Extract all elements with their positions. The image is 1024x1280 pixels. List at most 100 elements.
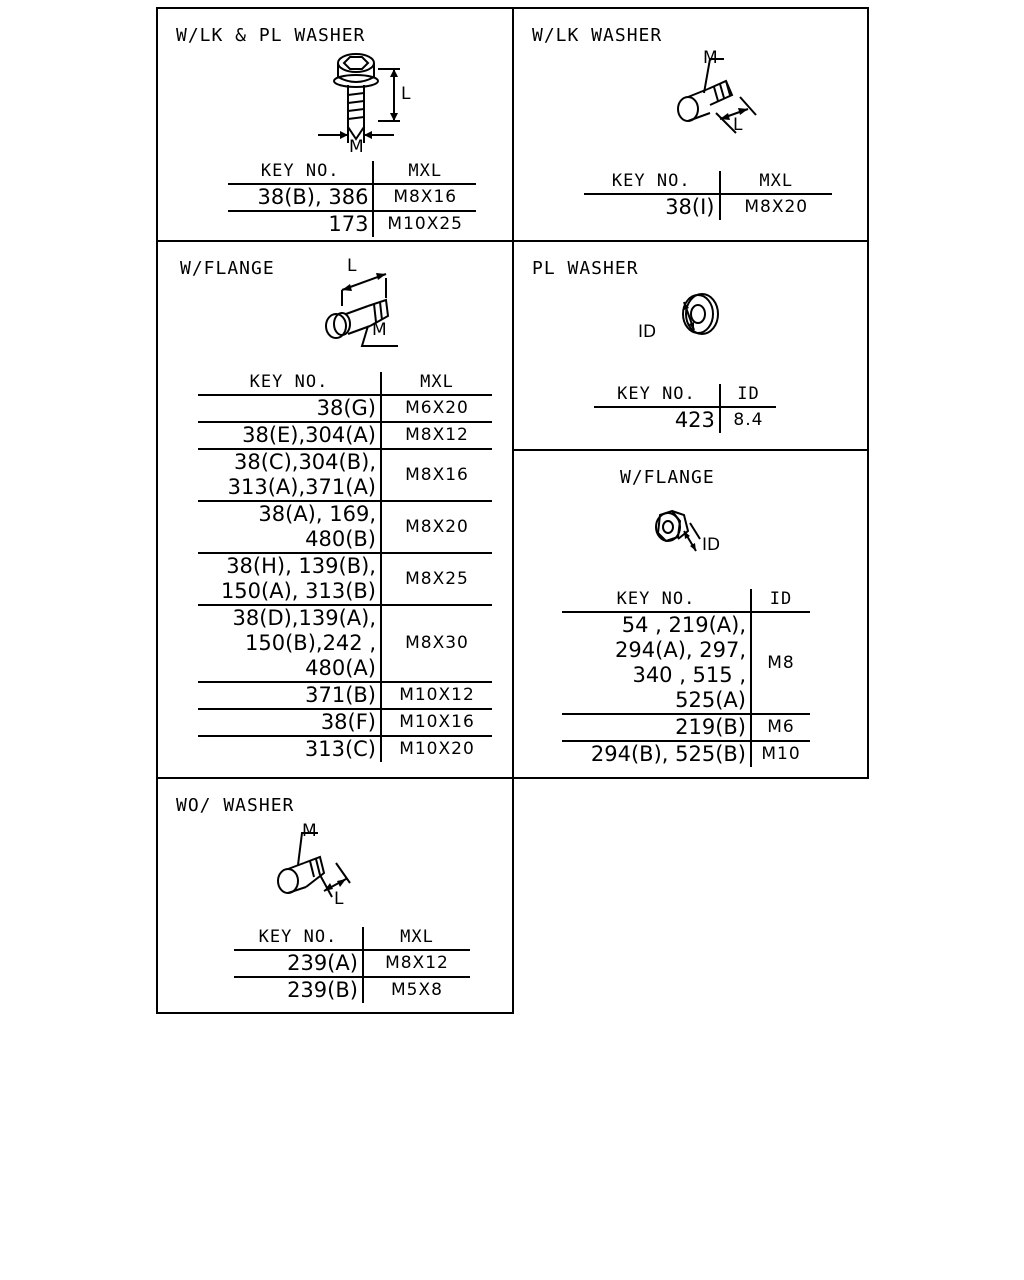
size-cell: M10X12 [381, 682, 492, 710]
mxl-header: MXL [373, 161, 476, 185]
table-row: 38(H), 139(B), 150(A), 313(B)M8X25 [198, 553, 492, 606]
panel-title: W/LK & PL WASHER [176, 25, 366, 46]
bolt-wo-washer-figure [277, 832, 351, 898]
spec-table: KEY NO. ID 423 8.4 [594, 384, 776, 433]
size-cell: M10X20 [399, 739, 475, 759]
key-no-cell: 38(D),139(A), 150(B),242 , 480(A) [198, 605, 382, 683]
key-no-cell: 313(C) [198, 736, 382, 762]
table-row: 294(B), 525(B) M10 [562, 741, 810, 767]
table-row: 54 , 219(A), 294(A), 297, 340 , 515 , 52… [562, 612, 810, 715]
plain-washer-figure [682, 293, 719, 335]
bolt-lk-washer-figure [677, 58, 757, 134]
key-no-cell: 173 [228, 211, 375, 237]
key-no-cell: 54 , 219(A), 294(A), 297, 340 , 515 , 52… [562, 612, 752, 715]
table-row: 38(C),304(B), 313(A),371(A)M8X16 [198, 449, 492, 502]
spec-table: KEY NO. MXL 239(A)M8X12 239(B) M5X8 [234, 927, 470, 1003]
size-cell: M10X25 [387, 214, 463, 234]
panel-title: PL WASHER [532, 258, 639, 279]
size-cell: M8X16 [381, 449, 492, 502]
key-no-cell: 423 [594, 407, 721, 433]
table-row: 38(G)M6X20 [198, 395, 492, 423]
key-no-header: KEY NO. [594, 384, 721, 408]
panel-title: W/LK WASHER [532, 25, 663, 46]
thread-dim-label: M [703, 48, 718, 68]
thread-dim-label: M [302, 821, 317, 841]
panel-pl-washer: PL WASHER ID KEY NO. ID 423 8.4 [512, 240, 869, 451]
table-row: 173 M10X25 [228, 211, 476, 237]
size-cell: M10 [761, 744, 801, 764]
size-cell: M6 [751, 714, 810, 742]
id-dim-label: ID [702, 535, 721, 555]
size-cell: M8X20 [744, 197, 809, 217]
size-cell: M8X16 [373, 184, 476, 212]
size-cell: M10X16 [381, 709, 492, 737]
key-no-cell: 38(A), 169, 480(B) [198, 501, 382, 554]
spec-table: KEY NO. MXL 38(I) M8X20 [584, 171, 832, 220]
key-no-cell: 38(C),304(B), 313(A),371(A) [198, 449, 382, 502]
table-row: 371(B)M10X12 [198, 682, 492, 710]
thread-dim-label: M [349, 137, 364, 157]
table-row: 38(F)M10X16 [198, 709, 492, 737]
table-row: 38(A), 169, 480(B)M8X20 [198, 501, 492, 554]
size-cell: M5X8 [390, 980, 443, 1000]
mxl-header: MXL [362, 927, 470, 951]
key-no-cell: 294(B), 525(B) [562, 741, 752, 767]
mxl-header: MXL [381, 372, 492, 396]
panel-title: W/FLANGE [180, 258, 275, 279]
length-dim-label: L [733, 115, 743, 135]
size-cell: M8X12 [381, 422, 492, 450]
id-header: ID [751, 589, 810, 613]
panel-lk-pl-washer: W/LK & PL WASHER L M KEY NO. MXL 38(B), … [156, 7, 514, 242]
key-no-cell: 371(B) [198, 682, 382, 710]
panel-title: W/FLANGE [620, 467, 715, 488]
table-row: 239(B) M5X8 [234, 977, 470, 1003]
key-no-header: KEY NO. [228, 161, 375, 185]
key-no-header: KEY NO. [584, 171, 721, 195]
mxl-header: MXL [719, 171, 832, 195]
table-row: 423 8.4 [594, 407, 776, 433]
key-no-cell: 38(F) [198, 709, 382, 737]
id-header: ID [719, 384, 776, 408]
bolt-flange-figure [325, 273, 398, 347]
table-row: 38(E),304(A)M8X12 [198, 422, 492, 450]
key-no-cell: 239(B) [234, 977, 364, 1003]
bolt-lk-pl-washer-figure [318, 53, 400, 143]
length-dim-label: L [334, 889, 344, 909]
table-row: 219(B)M6 [562, 714, 810, 742]
spec-table: KEY NO. MXL 38(G)M6X20 38(E),304(A)M8X12… [198, 372, 492, 762]
key-no-header: KEY NO. [198, 372, 382, 396]
thread-dim-label: M [372, 320, 387, 340]
key-no-cell: 38(G) [198, 395, 382, 423]
key-no-header: KEY NO. [234, 927, 364, 951]
length-dim-label: L [401, 84, 411, 104]
key-no-cell: 38(B), 386 [228, 184, 375, 212]
table-row: 38(I) M8X20 [584, 194, 832, 220]
key-no-cell: 38(I) [584, 194, 721, 220]
table-row: 239(A)M8X12 [234, 950, 470, 978]
size-cell: M6X20 [381, 395, 492, 423]
key-no-cell: 219(B) [562, 714, 752, 742]
table-row: 38(D),139(A), 150(B),242 , 480(A)M8X30 [198, 605, 492, 683]
size-cell: M8X25 [381, 553, 492, 606]
flange-nut-figure [655, 509, 701, 552]
key-no-cell: 38(E),304(A) [198, 422, 382, 450]
panel-flange-nut: W/FLANGE ID KEY NO. ID 54 , 219(A), 294(… [512, 449, 869, 779]
size-cell: M8X30 [381, 605, 492, 683]
length-dim-label: L [347, 256, 357, 276]
id-dim-label: ID [638, 322, 657, 342]
size-cell: M8X20 [381, 501, 492, 554]
key-no-header: KEY NO. [562, 589, 752, 613]
panel-lk-washer: W/LK WASHER M L KEY NO. MXL 38(I) M8X20 [512, 7, 869, 242]
spec-table: KEY NO. ID 54 , 219(A), 294(A), 297, 340… [562, 589, 810, 767]
panel-title: WO/ WASHER [176, 795, 295, 816]
panel-wo-washer: WO/ WASHER M L KEY NO. MXL 239(A)M8X12 2… [156, 777, 514, 1014]
panel-flange-bolt: W/FLANGE L M KEY NO. MXL 38(G)M6X20 38(E… [156, 240, 514, 779]
size-cell: 8.4 [733, 410, 764, 430]
size-cell: M8 [751, 612, 810, 715]
key-no-cell: 239(A) [234, 950, 364, 978]
key-no-cell: 38(H), 139(B), 150(A), 313(B) [198, 553, 382, 606]
size-cell: M8X12 [362, 950, 470, 978]
table-row: 313(C) M10X20 [198, 736, 492, 762]
